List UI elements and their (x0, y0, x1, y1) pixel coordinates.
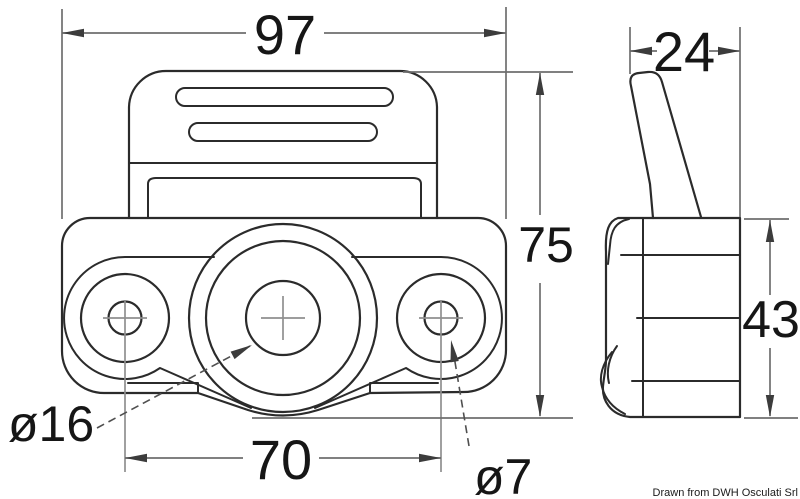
dimension-mount-hole-diameter: ø7 (450, 340, 532, 499)
side-flange-detail-top (607, 218, 630, 265)
leader-line (451, 343, 470, 447)
neck-recess (147, 177, 422, 219)
arrowhead-left (125, 453, 147, 463)
front-view (60, 69, 508, 472)
side-view (599, 70, 742, 419)
dim-label-dia16: ø16 (8, 396, 94, 452)
front-inner-contour-left (63, 256, 252, 409)
dim-label-dia7: ø7 (474, 449, 532, 499)
center-boss-ring (204, 239, 362, 397)
front-bottom-notch-left (127, 382, 199, 393)
side-tongue-outline (629, 70, 703, 220)
side-flange-detail-bottom (599, 351, 626, 415)
center-hole (244, 279, 322, 357)
dimension-overall-width: 97 (61, 3, 507, 219)
tab-slot-lower (188, 122, 378, 142)
leader-line (96, 345, 251, 429)
side-flange-detail-inner (606, 345, 618, 384)
arrowhead-right (718, 46, 740, 56)
arrowhead-left (62, 28, 84, 38)
front-inner-contour-right (314, 256, 503, 409)
arrowhead-down (765, 395, 775, 417)
dimension-tab-width: 24 (629, 20, 741, 217)
dim-label-97: 97 (254, 3, 316, 66)
arrowhead-right (419, 453, 441, 463)
leader-arrowhead (450, 340, 459, 363)
arrowhead-left (630, 46, 652, 56)
dim-label-70: 70 (250, 428, 312, 491)
dim-label-75: 75 (518, 217, 574, 273)
front-bottom-notch-right (369, 382, 439, 393)
dimension-center-hole-diameter: ø16 (8, 345, 252, 452)
top-tab-outline (127, 69, 439, 220)
dimension-hole-spacing: 70 (125, 428, 441, 491)
front-centerlines (103, 296, 463, 472)
center-boss-outer-circle (187, 222, 379, 414)
arrowhead-up (535, 73, 545, 95)
front-body-outline (60, 216, 508, 417)
credit-text: Drawn from DWH Osculati Srl (653, 487, 798, 499)
dim-label-43: 43 (742, 291, 800, 349)
dimension-side-height: 43 (742, 218, 800, 419)
leader-arrowhead (230, 345, 252, 360)
arrowhead-up (765, 220, 775, 242)
tab-slot-upper (175, 87, 394, 107)
side-body-outline (601, 216, 742, 419)
dim-label-24: 24 (653, 20, 715, 83)
arrowhead-right (484, 28, 506, 38)
arrowhead-down (535, 395, 545, 417)
dimension-overall-height: 75 (252, 71, 574, 419)
